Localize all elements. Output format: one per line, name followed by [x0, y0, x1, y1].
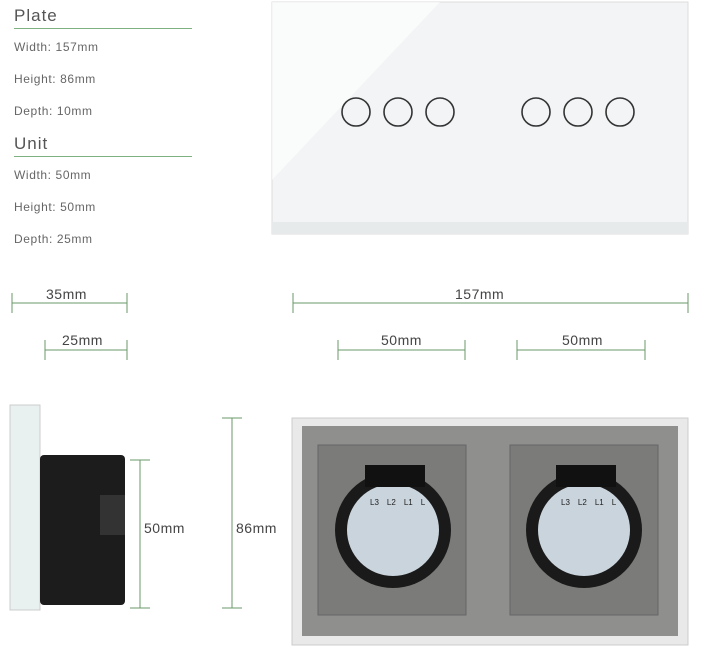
terminal-label: L1: [403, 498, 413, 507]
unit-depth: Depth: 25mm: [14, 232, 93, 246]
plate-width-label: 157mm: [455, 286, 505, 302]
plate-heading: Plate: [14, 6, 58, 25]
unit-width-right-label: 50mm: [562, 332, 603, 348]
unit-height-label: 50mm: [144, 520, 185, 536]
unit-heading: Unit: [14, 134, 49, 153]
terminal-labels-right: L3 L2 L1 L: [561, 498, 616, 507]
touch-buttons: [341, 97, 635, 127]
unit-width: Width: 50mm: [14, 168, 92, 182]
front-plate: [271, 1, 689, 235]
terminal-label: L3: [370, 498, 379, 507]
terminal-label: L2: [386, 498, 396, 507]
unit-height: Height: 50mm: [14, 200, 96, 214]
depth-total-label: 35mm: [46, 286, 87, 302]
terminal-label: L: [420, 498, 426, 507]
terminal-label: L1: [594, 498, 604, 507]
depth-unit-label: 25mm: [62, 332, 103, 348]
terminal-label: L: [611, 498, 617, 507]
terminal-label: L3: [561, 498, 570, 507]
plate-height: Height: 86mm: [14, 72, 96, 86]
plate-height-label: 86mm: [236, 520, 277, 536]
unit-width-left-label: 50mm: [381, 332, 422, 348]
plate-divider: [14, 28, 192, 29]
terminal-labels-left: L3 L2 L1 L: [370, 498, 425, 507]
unit-divider: [14, 156, 192, 157]
terminal-label: L2: [577, 498, 587, 507]
plate-depth: Depth: 10mm: [14, 104, 93, 118]
back-view: [291, 417, 689, 646]
side-view: [9, 404, 125, 611]
dimension-lines: [11, 293, 689, 609]
plate-width: Width: 157mm: [14, 40, 99, 54]
